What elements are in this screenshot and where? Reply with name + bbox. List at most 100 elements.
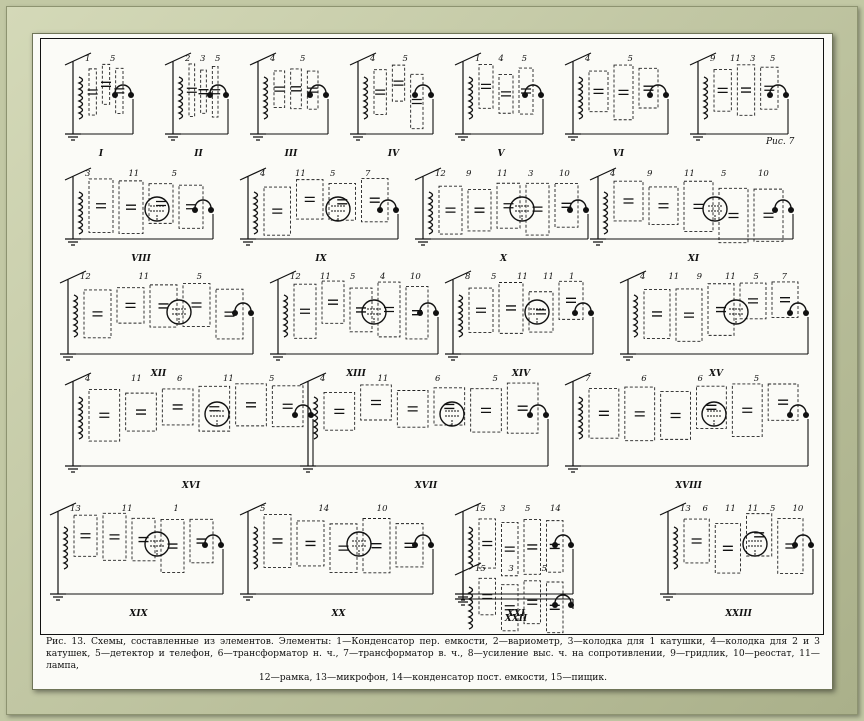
capacitor-symbol <box>375 89 386 95</box>
element-box <box>83 289 112 339</box>
element-number: 2 <box>184 54 190 64</box>
element-box <box>546 581 564 634</box>
telephone-symbol <box>379 199 397 209</box>
scheme-label: I <box>98 149 104 159</box>
element-box <box>696 385 727 429</box>
element-number: 3 <box>528 169 533 179</box>
element-box <box>161 388 194 426</box>
capacitor-symbol <box>598 410 609 416</box>
element-number: 9 <box>466 169 472 179</box>
lamp-symbol <box>702 196 728 222</box>
lamp-grid <box>210 410 224 426</box>
scheme-label: VIII <box>131 254 151 264</box>
earpiece-left <box>787 412 793 418</box>
element-box <box>478 63 494 109</box>
earpiece-left <box>307 92 313 98</box>
lamp-symbol <box>509 196 535 222</box>
capacitor-symbol <box>693 203 704 210</box>
capacitor-symbol <box>536 309 546 315</box>
element-number: 11 <box>378 374 389 384</box>
telephone-symbol <box>524 84 542 94</box>
capacitor-symbol <box>356 307 366 313</box>
element-number: 5 <box>628 54 633 64</box>
capacitor-symbol <box>369 197 380 203</box>
telephone-symbol <box>114 84 132 94</box>
coil-symbol <box>467 526 474 570</box>
element-box <box>554 182 579 228</box>
element-box <box>178 184 204 229</box>
telephone-symbol <box>209 84 227 94</box>
element-number: 12 <box>80 272 91 282</box>
capacitor-symbol <box>527 599 538 605</box>
element-box <box>198 385 231 432</box>
lamp-grid <box>352 540 366 556</box>
lamp-grid <box>748 540 762 556</box>
element-number: 15 <box>475 564 486 574</box>
element-number: 5 <box>172 169 177 179</box>
element-box <box>323 392 356 431</box>
capacitor-symbol <box>482 540 493 547</box>
lamp-grid <box>331 205 345 221</box>
element-box <box>438 185 463 235</box>
antenna-symbol <box>414 167 442 239</box>
scheme-label: XIX <box>128 609 148 619</box>
capacitor-symbol <box>99 412 110 418</box>
element-number: 3 <box>200 54 205 64</box>
lamp-symbol <box>524 299 550 325</box>
telephone-symbol <box>554 534 572 544</box>
element-number: 13 <box>70 504 81 514</box>
earpiece-left <box>527 412 533 418</box>
ground-symbol <box>690 133 706 141</box>
capacitor-symbol <box>445 207 456 213</box>
wire <box>248 549 434 595</box>
coil-symbol <box>262 76 269 120</box>
element-number: 5 <box>350 272 355 282</box>
lamp-symbol <box>204 401 230 427</box>
coil-symbol <box>77 396 84 440</box>
caption-line-1: Рис. 13. Схемы, составленные из элементо… <box>46 636 820 671</box>
coil-symbol <box>672 526 679 570</box>
element-box <box>115 67 124 114</box>
element-number: 3 <box>508 564 513 574</box>
antenna-symbol <box>269 270 297 354</box>
earpiece-left <box>792 542 798 548</box>
earpiece-right <box>663 92 669 98</box>
element-number: 5 <box>269 374 274 384</box>
earpiece-left <box>767 92 773 98</box>
earpiece-left <box>417 310 423 316</box>
capacitor-symbol <box>593 88 604 95</box>
capacitor-symbol <box>305 540 316 547</box>
earpiece-right <box>803 412 809 418</box>
earpiece-right <box>308 412 314 418</box>
element-number: 5 <box>721 169 726 179</box>
capacitor-symbol <box>476 307 486 313</box>
coil-symbol <box>72 294 79 338</box>
antenna-symbol <box>454 562 482 599</box>
telephone-symbol <box>529 404 547 414</box>
lamp-symbol <box>723 299 749 325</box>
element-number: 5 <box>525 504 530 514</box>
element-number: 12 <box>435 169 446 179</box>
element-box <box>588 70 609 113</box>
capacitor-symbol <box>482 593 493 600</box>
scheme-label: V <box>498 149 506 159</box>
element-box <box>558 280 584 320</box>
element-box <box>361 178 389 223</box>
element-number: 5 <box>300 54 305 64</box>
ground-symbol <box>445 353 461 361</box>
capacitor-symbol <box>684 312 694 318</box>
element-number: 7 <box>782 272 788 282</box>
capacitor-symbol <box>198 89 209 95</box>
element-box <box>391 64 406 102</box>
element-box <box>396 390 429 428</box>
ground-symbol <box>620 353 636 361</box>
antenna-symbol <box>299 372 327 466</box>
wire <box>698 99 789 135</box>
ground-symbol <box>240 238 256 246</box>
coil-symbol <box>577 396 584 440</box>
